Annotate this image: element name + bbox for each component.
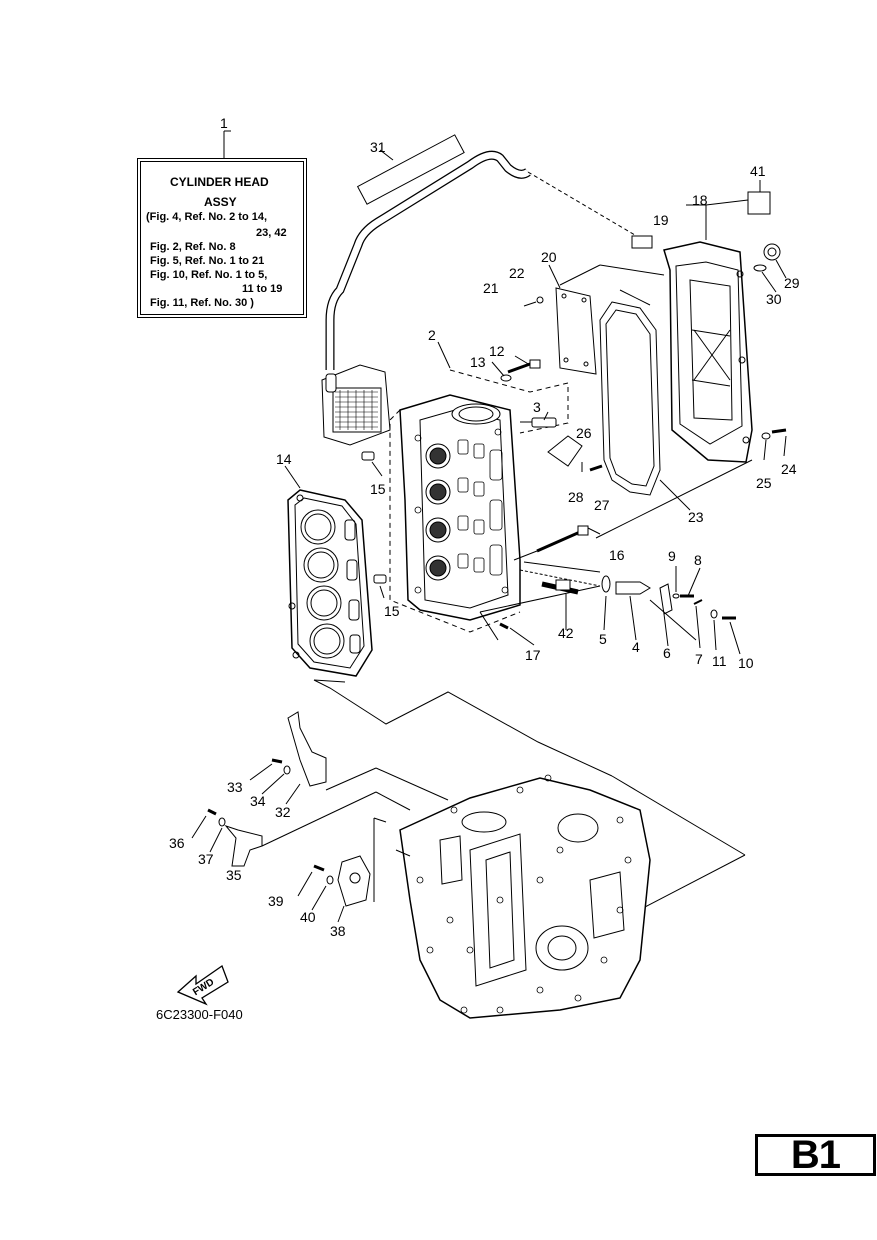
info-line-1: (Fig. 4, Ref. No. 2 to 14, (146, 211, 268, 223)
callout-3: 3 (533, 399, 541, 415)
callout-28: 28 (568, 489, 584, 505)
info-line-4: Fig. 5, Ref. No. 1 to 21 (150, 255, 265, 267)
info-line-6: 11 to 19 (242, 283, 283, 295)
callout-40: 40 (300, 909, 316, 925)
callout-19: 19 (653, 212, 669, 228)
callout-30: 30 (766, 291, 782, 307)
callout-8: 8 (694, 552, 702, 568)
callout-34: 34 (250, 793, 266, 809)
callout-35: 35 (226, 867, 242, 883)
callout-9: 9 (668, 548, 676, 564)
callout-2: 2 (428, 327, 436, 343)
callout-6: 6 (663, 645, 671, 661)
info-title: CYLINDER HEAD (170, 175, 269, 189)
callout-37: 37 (198, 851, 214, 867)
callout-22: 22 (509, 265, 525, 281)
callout-21: 21 (483, 280, 499, 296)
callout-1: 1 (220, 115, 228, 131)
callout-15-upper: 15 (370, 481, 386, 497)
callout-24: 24 (781, 461, 797, 477)
callout-42: 42 (558, 625, 574, 641)
callout-5: 5 (599, 631, 607, 647)
page-id: B1 (790, 1132, 841, 1177)
callout-23: 23 (688, 509, 704, 525)
callout-16: 16 (609, 547, 625, 563)
assembly-info-box: CYLINDER HEAD ASSY (Fig. 4, Ref. No. 2 t… (137, 158, 307, 318)
callout-13: 13 (470, 354, 486, 370)
callout-7: 7 (695, 651, 703, 667)
callout-10: 10 (738, 655, 754, 671)
callout-12: 12 (489, 343, 505, 359)
callout-17: 17 (525, 647, 541, 663)
callout-32: 32 (275, 804, 291, 820)
callout-39: 39 (268, 893, 284, 909)
callout-15-lower: 15 (384, 603, 400, 619)
callout-4: 4 (632, 639, 640, 655)
callout-26: 26 (576, 425, 592, 441)
page-id-box: B1 (755, 1132, 876, 1177)
info-subtitle: ASSY (204, 195, 237, 209)
callout-36: 36 (169, 835, 185, 851)
info-line-3: Fig. 2, Ref. No. 8 (150, 241, 236, 253)
info-line-7: Fig. 11, Ref. No. 30 ) (150, 297, 254, 309)
callout-33: 33 (227, 779, 243, 795)
callout-14: 14 (276, 451, 292, 467)
callout-29: 29 (784, 275, 800, 291)
info-line-5: Fig. 10, Ref. No. 1 to 5, (150, 269, 268, 281)
callout-18: 18 (692, 192, 708, 208)
callout-27: 27 (594, 497, 610, 513)
callout-38: 38 (330, 923, 346, 939)
callout-20: 20 (541, 249, 557, 265)
callout-11: 11 (712, 653, 727, 669)
info-line-2: 23, 42 (256, 227, 287, 239)
callout-25: 25 (756, 475, 772, 491)
drawing-code: 6C23300-F040 (156, 1007, 243, 1022)
callout-41: 41 (750, 163, 766, 179)
callout-31: 31 (370, 139, 386, 155)
